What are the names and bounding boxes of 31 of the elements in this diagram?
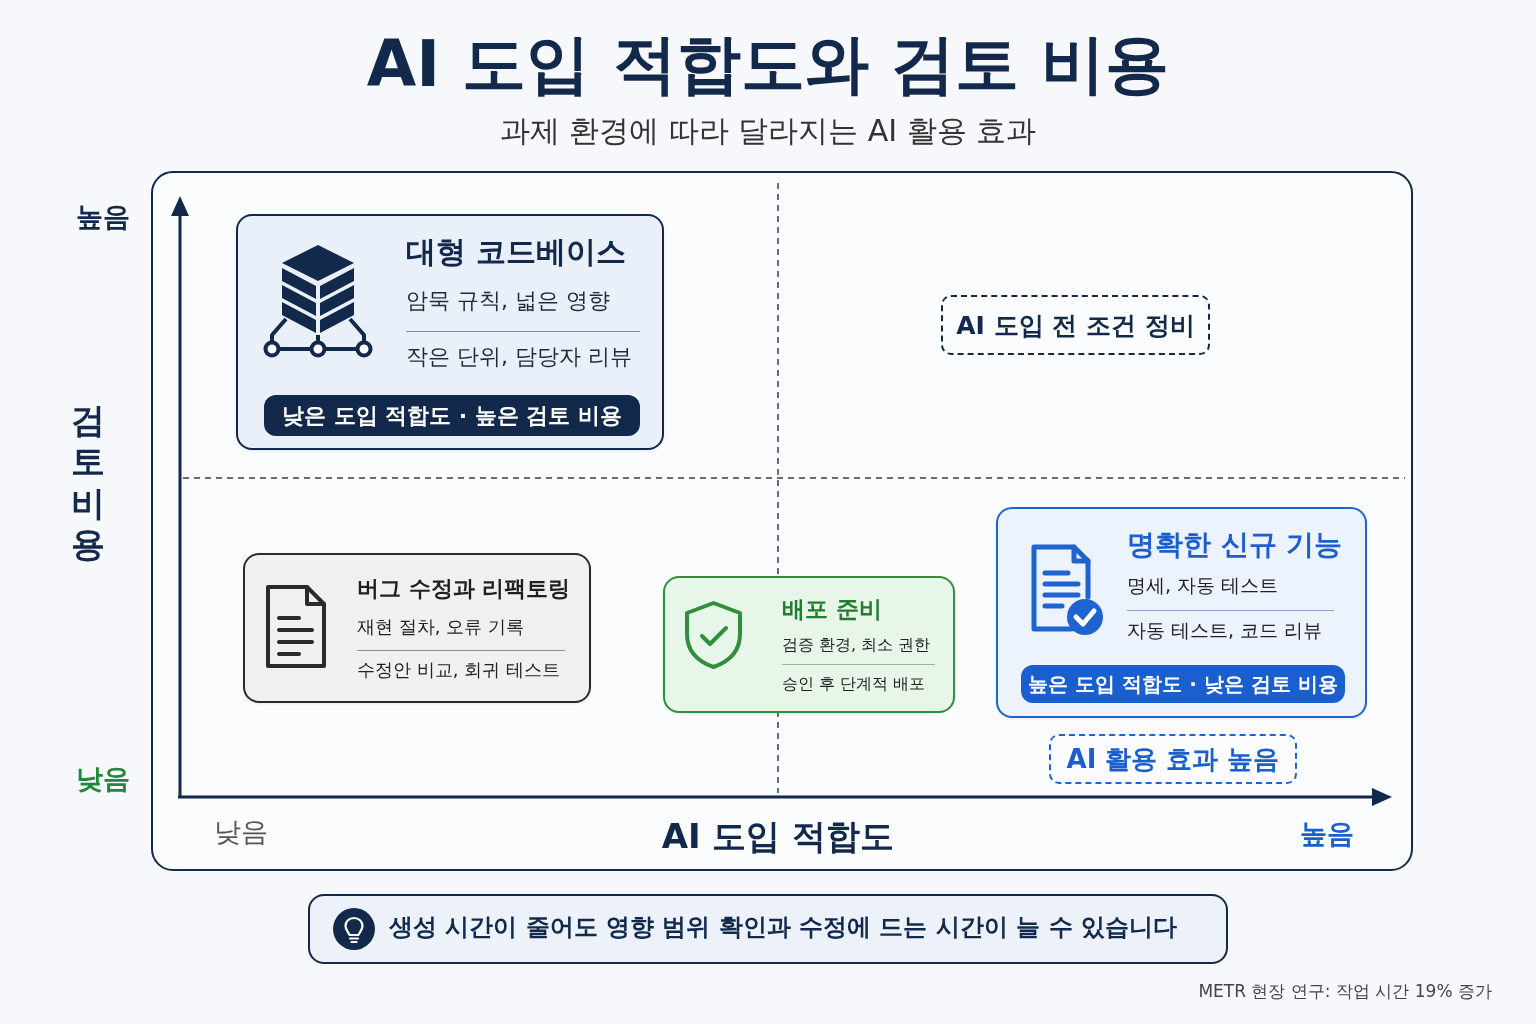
dashed-callout-box: AI 활용 효과 높음 [1049,734,1297,784]
quadrant-card [236,214,664,450]
dashed-callout-box: AI 도입 전 조건 정비 [941,295,1210,355]
axis-value-label: 낮음 [214,815,268,849]
source-note: METR 현장 연구: 작업 시간 19% 증가 [1198,981,1492,1003]
note-banner [308,894,1228,964]
rating-badge: 낮은 도입 적합도 · 높은 검토 비용 [264,395,640,436]
card-text: 재현 절차, 오류 기록 [357,616,524,639]
card-text: 암묵 규칙, 넓은 영향 [406,287,610,315]
axis-title: 검토 비용 [70,400,106,566]
card-title: 대형 코드베이스 [406,233,627,271]
card-text: 승인 후 단계적 배포 [782,674,926,694]
quadrant-card [996,507,1367,718]
axis-value-label: 낮음 [76,762,130,796]
card-text: 명세, 자동 테스트 [1127,574,1279,598]
note-text: 생성 시간이 줄어도 영향 범위 확인과 수정에 드는 시간이 늘 수 있습니다 [389,912,1177,942]
rating-badge: 높은 도입 적합도 · 낮은 검토 비용 [1021,665,1345,703]
quadrant-card [663,576,955,713]
card-title: 버그 수정과 리팩토링 [357,575,571,603]
card-text: 검증 환경, 최소 권한 [782,635,931,655]
quadrant-card [243,553,591,703]
diagram-title: AI 도입 적합도와 검토 비용 [365,26,1171,103]
card-text: 자동 테스트, 코드 리뷰 [1127,619,1323,643]
diagram-subtitle: 과제 환경에 따라 달라지는 AI 활용 효과 [498,112,1038,150]
axis-value-label: 높음 [1300,817,1354,851]
card-text: 수정안 비교, 회귀 테스트 [357,659,560,682]
card-title: 배포 준비 [782,595,882,624]
card-title: 명확한 신규 기능 [1127,527,1343,562]
card-text: 작은 단위, 담당자 리뷰 [406,343,632,371]
axis-title: AI 도입 적합도 [660,815,896,858]
axis-value-label: 높음 [76,200,130,234]
